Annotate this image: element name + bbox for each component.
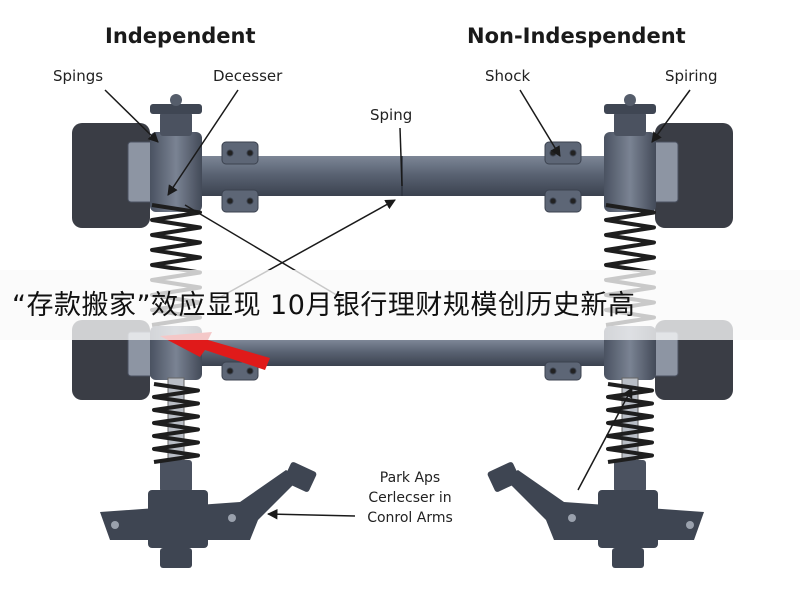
red-arrow xyxy=(160,332,270,370)
control-arm-left xyxy=(100,462,317,568)
leader-note-left xyxy=(266,508,356,520)
coil-spring-lower-right xyxy=(606,382,654,464)
leader-spings xyxy=(104,89,159,143)
leader-note-right xyxy=(577,387,633,491)
caption-banner-text: “存款搬家”效应显现 10月银行理财规模创历史新高 xyxy=(12,290,636,321)
coil-spring-lower-left xyxy=(152,382,200,464)
lower-axle xyxy=(195,340,610,366)
coil-springs-lower xyxy=(152,382,654,464)
header-non-independent: Non-Indespendent xyxy=(467,24,686,48)
header-independent: Independent xyxy=(105,24,256,48)
upper-hub-left xyxy=(127,94,202,212)
label-shock: Shock xyxy=(485,67,531,85)
control-arm-right xyxy=(487,462,704,568)
label-spings: Spings xyxy=(53,67,104,85)
caption-banner xyxy=(0,270,800,340)
upper-hub-right xyxy=(604,94,679,212)
label-sping: Sping xyxy=(370,106,413,124)
label-control-arms-note: Park Aps Cerlecser in Conrol Arms xyxy=(367,470,453,526)
lower-mount-brackets xyxy=(221,361,582,381)
upper-mount-brackets xyxy=(221,141,582,213)
leader-shock xyxy=(519,89,561,157)
label-decesser: Decesser xyxy=(213,67,283,85)
label-spiring: Spiring xyxy=(665,67,718,85)
leader-decesser xyxy=(167,89,239,196)
leader-sping xyxy=(399,127,403,187)
leader-spiring xyxy=(651,89,691,143)
